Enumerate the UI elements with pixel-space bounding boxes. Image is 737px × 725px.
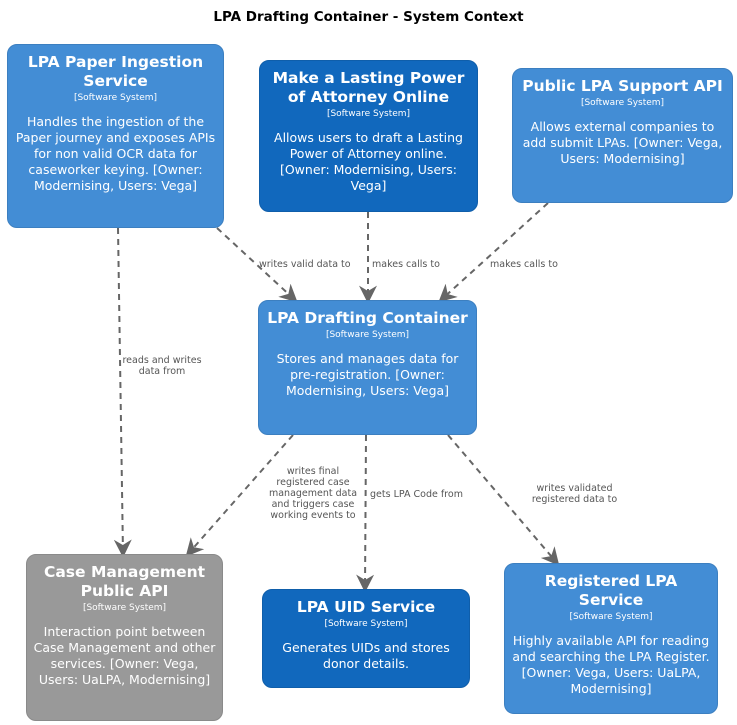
- node-desc: Handles the ingestion of the Paper journ…: [15, 114, 216, 193]
- edge-ingestion-to-drafting: [216, 227, 298, 303]
- edge-support-to-drafting: [438, 202, 549, 303]
- node-kind: [Software System]: [324, 619, 408, 629]
- node-drafting[interactable]: LPA Drafting Container [Software System]…: [258, 300, 477, 435]
- node-desc: Generates UIDs and stores donor details.: [282, 640, 450, 671]
- node-kind: [Software System]: [82, 603, 167, 613]
- node-desc: Highly available API for reading and sea…: [512, 633, 710, 696]
- edge-label-writes-final: writes final registered case management …: [268, 466, 358, 521]
- edge-label-writes-valid-data: writes valid data to: [259, 259, 351, 270]
- node-desc: Allows external companies to add submit …: [522, 119, 723, 166]
- edge-drafting-to-casemgmt: [185, 434, 294, 557]
- edge-label-writes-validated: writes validated registered data to: [531, 483, 618, 505]
- edge-label-reads-writes: reads and writes data from: [122, 355, 202, 377]
- node-name: LPA UID Service: [296, 598, 436, 616]
- node-desc: Allows users to draft a Lasting Power of…: [274, 130, 463, 193]
- node-casemgmt[interactable]: Case Management Public API [Software Sys…: [26, 554, 223, 721]
- diagram-title: LPA Drafting Container - System Context: [213, 9, 524, 25]
- node-name: Registered LPA Service: [544, 572, 678, 609]
- node-kind: [Software System]: [569, 612, 653, 622]
- node-name: Public LPA Support API: [522, 77, 723, 95]
- node-desc: Stores and manages data for pre-registra…: [276, 351, 459, 398]
- node-uid[interactable]: LPA UID Service [Software System] Genera…: [262, 589, 470, 688]
- node-ingestion[interactable]: LPA Paper Ingestion Service [Software Sy…: [7, 44, 224, 228]
- node-register[interactable]: Registered LPA Service [Software System]…: [504, 563, 718, 714]
- node-kind: [Software System]: [326, 109, 411, 119]
- node-desc: Interaction point between Case Managemen…: [33, 624, 216, 687]
- node-name: Make a Lasting Power of Attorney Online: [272, 69, 465, 106]
- node-name: Case Management Public API: [43, 563, 206, 600]
- edge-label-make-calls: makes calls to: [372, 259, 440, 270]
- node-support[interactable]: Public LPA Support API [Software System]…: [512, 68, 733, 203]
- edge-ingestion-to-casemgmt: [113, 227, 132, 558]
- edge-label-support-calls: makes calls to: [490, 259, 558, 270]
- node-kind: [Software System]: [580, 98, 665, 108]
- edge-label-gets-code: gets LPA Code from: [370, 489, 463, 500]
- node-kind: [Software System]: [73, 93, 158, 103]
- node-make[interactable]: Make a Lasting Power of Attorney Online …: [259, 60, 478, 212]
- edge-drafting-to-uid: [356, 434, 375, 593]
- node-kind: [Software System]: [325, 330, 410, 340]
- node-name: LPA Drafting Container: [267, 309, 468, 327]
- node-name: LPA Paper Ingestion Service: [27, 53, 204, 90]
